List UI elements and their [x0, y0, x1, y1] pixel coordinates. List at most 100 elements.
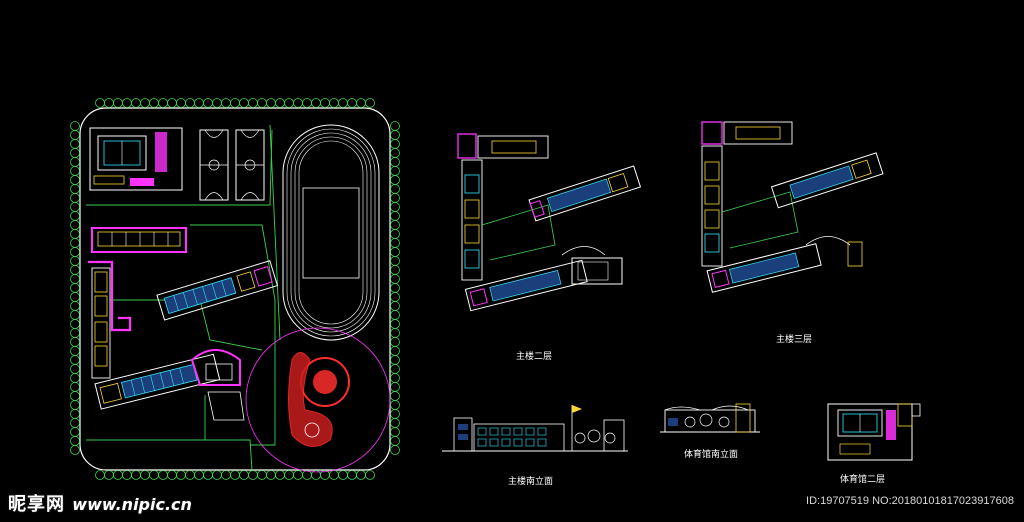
tree-symbol — [390, 391, 400, 401]
teaching-building-north — [91, 227, 187, 253]
tree-symbol — [70, 310, 80, 320]
running-track — [282, 124, 380, 341]
tree-symbol — [390, 184, 400, 194]
tree-symbol — [390, 409, 400, 419]
tree-symbol — [70, 130, 80, 140]
tree-symbol — [176, 470, 186, 480]
basketball-courts — [199, 129, 265, 201]
tree-symbol — [230, 98, 240, 108]
tree-symbol — [275, 470, 285, 480]
tree-symbol — [302, 98, 312, 108]
tree-symbol — [70, 193, 80, 203]
tree-symbol — [390, 301, 400, 311]
tree-symbol — [185, 98, 195, 108]
watermark-brand-name: 昵享网 — [8, 494, 65, 515]
tree-symbol — [131, 470, 141, 480]
tree-symbol — [284, 98, 294, 108]
tree-symbol — [390, 121, 400, 131]
tree-symbol — [158, 98, 168, 108]
tree-symbol — [257, 470, 267, 480]
tree-symbol — [140, 470, 150, 480]
tree-symbol — [70, 418, 80, 428]
tree-symbol — [390, 265, 400, 275]
tree-symbol — [275, 98, 285, 108]
tree-symbol — [390, 319, 400, 329]
tree-symbol — [70, 238, 80, 248]
tree-symbol — [113, 98, 123, 108]
caption-floor3: 主楼三层 — [776, 335, 813, 345]
tree-symbol — [365, 98, 375, 108]
tree-symbol — [212, 98, 222, 108]
tree-symbol — [70, 139, 80, 149]
tree-symbol — [104, 470, 114, 480]
tree-symbol — [329, 470, 339, 480]
tree-symbol — [390, 211, 400, 221]
tree-symbol — [70, 265, 80, 275]
tree-symbol — [70, 400, 80, 410]
tree-symbol — [390, 283, 400, 293]
gymnasium-block — [89, 127, 183, 191]
tree-symbol — [70, 220, 80, 230]
tree-symbol — [70, 202, 80, 212]
tree-symbol — [390, 157, 400, 167]
tree-symbol — [390, 220, 400, 230]
tree-symbol — [70, 184, 80, 194]
floor2-plan — [457, 133, 642, 312]
caption-main-elevation: 主楼南立面 — [508, 477, 554, 487]
tree-symbol — [356, 470, 366, 480]
tree-symbol — [70, 373, 80, 383]
tree-symbol — [390, 346, 400, 356]
tree-symbol — [390, 193, 400, 203]
tree-symbol — [390, 148, 400, 158]
tree-symbol — [70, 274, 80, 284]
tree-symbol — [311, 98, 321, 108]
tree-symbol — [390, 445, 400, 455]
tree-symbol — [320, 98, 330, 108]
tree-symbol — [158, 470, 168, 480]
caption-floor2: 主楼二层 — [516, 352, 553, 362]
tree-symbol — [95, 470, 105, 480]
tree-symbol — [70, 211, 80, 221]
tree-symbol — [390, 256, 400, 266]
tree-symbol — [390, 355, 400, 365]
tree-symbol — [329, 98, 339, 108]
tree-symbol — [70, 229, 80, 239]
tree-symbol — [113, 470, 123, 480]
tree-symbol — [390, 373, 400, 383]
teaching-building-west-spine — [88, 260, 132, 379]
classroom-wing-upper — [156, 260, 279, 321]
tree-symbol — [167, 470, 177, 480]
tree-symbol — [70, 328, 80, 338]
tree-symbol — [365, 470, 375, 480]
tree-symbol — [70, 436, 80, 446]
tree-symbol — [293, 98, 303, 108]
tree-symbol — [70, 391, 80, 401]
tree-symbol — [356, 98, 366, 108]
tree-symbol — [390, 130, 400, 140]
tree-symbol — [257, 98, 267, 108]
tree-symbol — [176, 98, 186, 108]
tree-symbol — [390, 382, 400, 392]
tree-symbol — [70, 319, 80, 329]
tree-symbol — [70, 337, 80, 347]
tree-symbol — [70, 355, 80, 365]
site-roads — [86, 124, 281, 471]
tree-symbol — [390, 292, 400, 302]
tree-symbol — [266, 470, 276, 480]
tree-symbol — [390, 436, 400, 446]
tree-symbol — [70, 445, 80, 455]
tree-symbol — [70, 175, 80, 185]
tree-symbol — [140, 98, 150, 108]
tree-symbol — [390, 427, 400, 437]
watermark-brand: 昵享网 www.nipic.cn — [8, 490, 192, 516]
tree-symbol — [212, 470, 222, 480]
tree-symbol — [70, 427, 80, 437]
tree-symbol — [390, 364, 400, 374]
tree-symbol — [390, 202, 400, 212]
tree-symbol — [390, 310, 400, 320]
classroom-wing-lower — [94, 353, 221, 410]
gym-elevation — [660, 403, 760, 433]
tree-symbol — [70, 301, 80, 311]
tree-symbol — [70, 157, 80, 167]
tree-symbol — [266, 98, 276, 108]
